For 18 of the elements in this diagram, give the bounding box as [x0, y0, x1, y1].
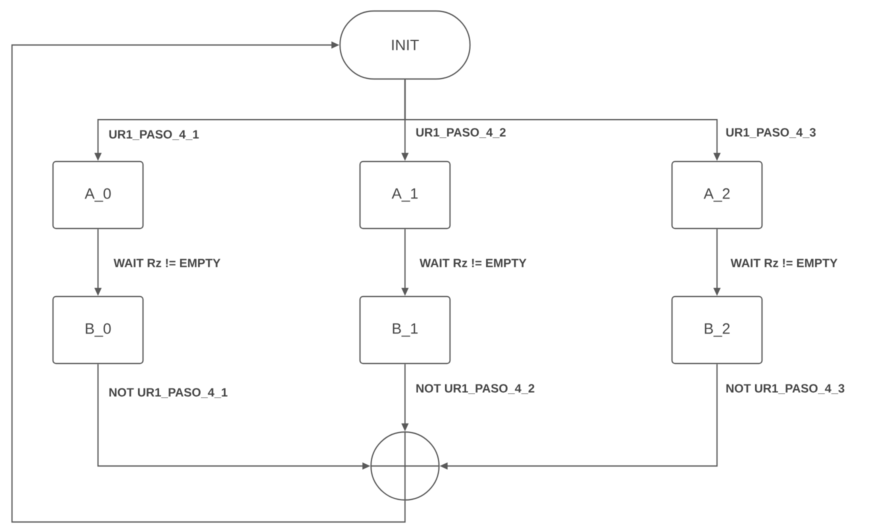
edge-label: NOT UR1_PASO_4_2 [414, 383, 536, 395]
state-box: A_0 [52, 160, 144, 230]
junction-circle [370, 430, 440, 502]
start-terminal: INIT [339, 10, 471, 80]
edge-label: WAIT Rz != EMPTY [730, 258, 839, 268]
edge-label: UR1_PASO_4_3 [724, 127, 818, 139]
edge-label: NOT UR1_PASO_4_1 [108, 387, 229, 399]
arrow [11, 41, 406, 523]
state-box: B_0 [52, 296, 144, 364]
edge-label: UR1_PASO_4_1 [108, 129, 200, 141]
state-box: A_1 [359, 160, 451, 230]
state-box: A_2 [671, 160, 763, 230]
edge-label: UR1_PASO_4_2 [414, 127, 508, 139]
state-box: B_2 [671, 296, 763, 364]
edge-label: WAIT Rz != EMPTY [112, 258, 222, 268]
state-box: B_1 [359, 296, 451, 364]
edge-label: WAIT Rz != EMPTY [418, 258, 528, 268]
edge-label: NOT UR1_PASO_4_3 [724, 383, 846, 395]
